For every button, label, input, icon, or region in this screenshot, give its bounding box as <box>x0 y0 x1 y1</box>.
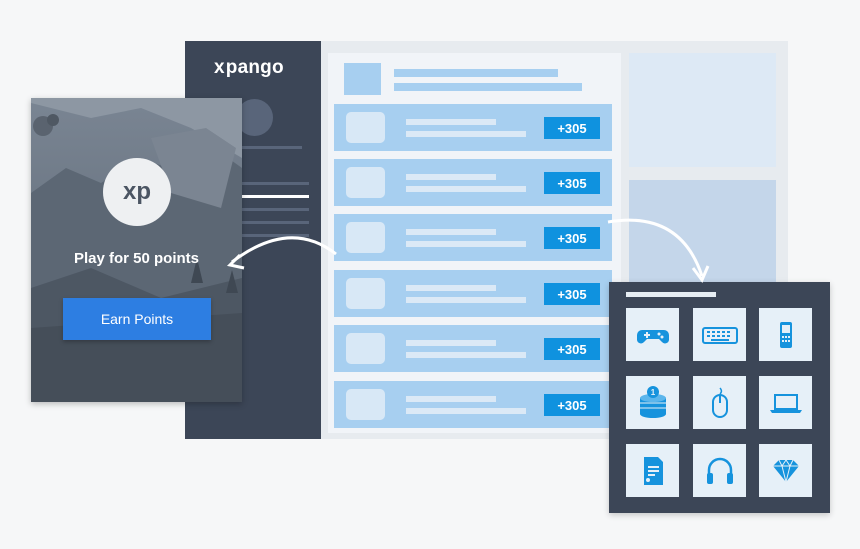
reward-tile-headphones[interactable] <box>693 444 746 497</box>
points-badge[interactable]: +305 <box>544 394 600 416</box>
side-panel-top <box>629 53 776 167</box>
rewards-panel: 1 <box>609 282 830 513</box>
offer-row[interactable]: +305 <box>334 159 612 206</box>
headphones-icon <box>706 457 733 484</box>
reward-tile-laptop[interactable] <box>759 376 812 429</box>
phone-icon <box>779 321 792 348</box>
reward-tile-phone[interactable] <box>759 308 812 361</box>
offer-desc-line <box>406 241 526 247</box>
sidebar-item[interactable] <box>240 221 309 224</box>
header-title-line <box>394 69 558 77</box>
reward-tile-keyboard[interactable] <box>693 308 746 361</box>
sidebar-text-line <box>237 146 302 149</box>
offer-row[interactable]: +305 <box>334 381 612 428</box>
earn-points-button[interactable]: Earn Points <box>63 298 211 340</box>
sidebar-item[interactable] <box>240 208 309 211</box>
header-subtitle-line <box>394 83 582 91</box>
reward-tile-coins[interactable]: 1 <box>626 376 679 429</box>
coins-icon: 1 <box>639 385 666 418</box>
points-badge[interactable]: +305 <box>544 227 600 249</box>
gift-card-icon <box>643 456 663 485</box>
logo-mark: x <box>214 57 225 78</box>
sidebar-item-active[interactable] <box>240 195 309 198</box>
side-panel-bottom <box>629 180 776 290</box>
offer-desc-line <box>406 131 526 137</box>
svg-text:1: 1 <box>650 388 655 397</box>
rewards-title-line <box>626 292 716 297</box>
offer-title-line <box>406 174 496 180</box>
game-card[interactable]: xp Play for 50 points Earn Points <box>31 98 242 402</box>
offer-thumbnail <box>346 112 385 143</box>
offer-thumbnail <box>346 222 385 253</box>
mouse-icon <box>711 386 728 418</box>
points-badge[interactable]: +305 <box>544 117 600 139</box>
offer-thumbnail <box>346 333 385 364</box>
offer-row[interactable]: +305 <box>334 214 612 261</box>
header-image <box>344 63 381 95</box>
offer-thumbnail <box>346 278 385 309</box>
sidebar-item[interactable] <box>240 182 309 185</box>
xp-logo-badge: xp <box>103 158 171 226</box>
diamond-icon <box>772 458 799 482</box>
offer-row[interactable]: +305 <box>334 270 612 317</box>
offer-title-line <box>406 285 496 291</box>
play-label: Play for 50 points <box>73 250 200 267</box>
xpango-logo[interactable]: xpango <box>214 57 284 79</box>
offer-title-line <box>406 229 496 235</box>
points-badge[interactable]: +305 <box>544 172 600 194</box>
points-badge[interactable]: +305 <box>544 283 600 305</box>
offer-desc-line <box>406 186 526 192</box>
offer-title-line <box>406 119 496 125</box>
points-badge[interactable]: +305 <box>544 338 600 360</box>
offer-title-line <box>406 396 496 402</box>
reward-tile-gift-card[interactable] <box>626 444 679 497</box>
keyboard-icon <box>701 326 738 344</box>
offer-title-line <box>406 340 496 346</box>
reward-tile-mouse[interactable] <box>693 376 746 429</box>
offer-desc-line <box>406 297 526 303</box>
reward-tile-diamond[interactable] <box>759 444 812 497</box>
offer-desc-line <box>406 352 526 358</box>
offer-desc-line <box>406 408 526 414</box>
laptop-icon <box>769 393 802 413</box>
offer-row[interactable]: +305 <box>334 325 612 372</box>
reward-tile-gamepad[interactable] <box>626 308 679 361</box>
logo-text: pango <box>225 57 284 78</box>
offer-row[interactable]: +305 <box>334 104 612 151</box>
sidebar-item[interactable] <box>240 234 309 237</box>
offer-thumbnail <box>346 389 385 420</box>
sidebar-avatar <box>236 99 273 136</box>
gamepad-icon <box>636 329 669 343</box>
offer-thumbnail <box>346 167 385 198</box>
